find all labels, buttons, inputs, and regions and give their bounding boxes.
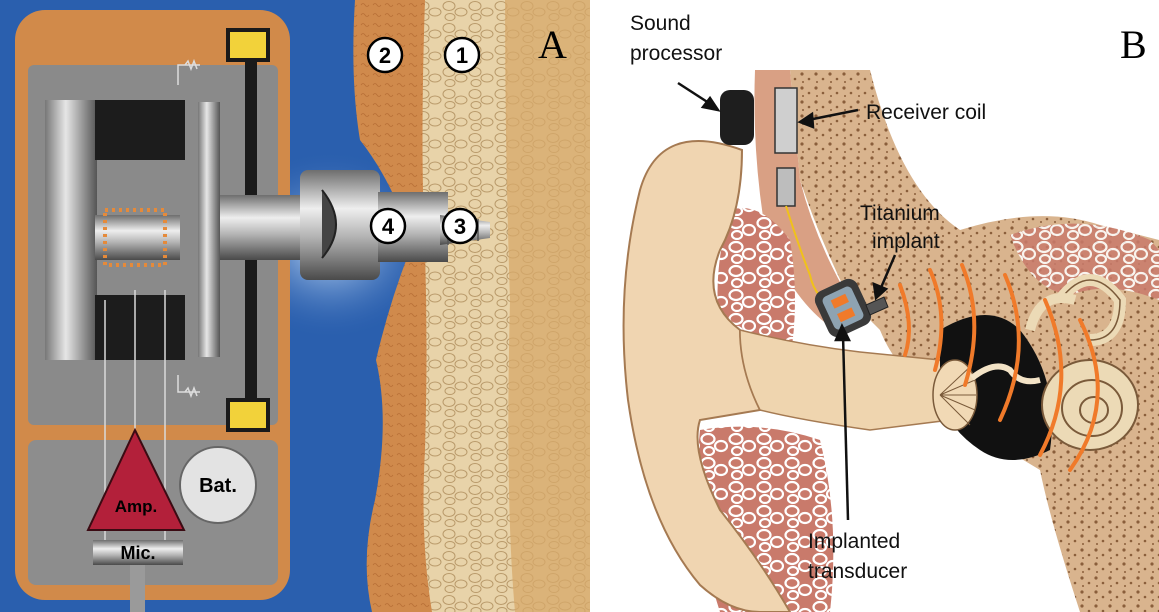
panel-b-letter: B xyxy=(1120,22,1147,67)
magnet-core xyxy=(95,215,180,260)
marker-2: 2 xyxy=(368,38,402,72)
svg-text:2: 2 xyxy=(379,43,391,68)
svg-text:1: 1 xyxy=(456,43,468,68)
receiver-coil-unit xyxy=(775,88,797,153)
panel-a: Amp. Bat. Mic. 1 2 3 4 A xyxy=(0,0,590,612)
marker-4: 4 xyxy=(371,209,405,243)
mic-label: Mic. xyxy=(120,543,155,563)
label-sound-processor-line1: Sound xyxy=(630,12,691,35)
drive-shaft xyxy=(220,195,310,260)
spring-clamp-bottom xyxy=(228,400,268,430)
magnet-frame-left xyxy=(45,100,97,360)
mic-stem xyxy=(130,565,145,612)
label-titanium-line1: Titanium xyxy=(860,202,940,225)
label-sound-processor-line2: processor xyxy=(630,42,722,65)
label-transducer-line1: Implanted xyxy=(808,530,900,553)
label-transducer-line2: transducer xyxy=(808,560,907,583)
magnet-block-bottom xyxy=(95,295,185,360)
panel-a-letter: A xyxy=(538,22,567,67)
svg-text:4: 4 xyxy=(382,214,395,239)
coupling-body xyxy=(300,170,380,280)
receiver-stem xyxy=(777,168,795,206)
panel-b: Sound processor Receiver coil Titanium i… xyxy=(600,0,1159,612)
label-receiver-coil: Receiver coil xyxy=(866,101,986,124)
bat-label: Bat. xyxy=(199,475,237,497)
marker-3: 3 xyxy=(443,209,477,243)
bone-marrow-layer xyxy=(505,0,590,612)
marker-1: 1 xyxy=(445,38,479,72)
armature-plate xyxy=(198,102,220,357)
label-titanium-line2: implant xyxy=(872,230,940,253)
amp-label: Amp. xyxy=(115,497,158,516)
spring-clamp-top xyxy=(228,30,268,60)
sound-processor-unit xyxy=(720,90,754,145)
magnet-block-top xyxy=(95,100,185,160)
svg-text:3: 3 xyxy=(454,214,466,239)
